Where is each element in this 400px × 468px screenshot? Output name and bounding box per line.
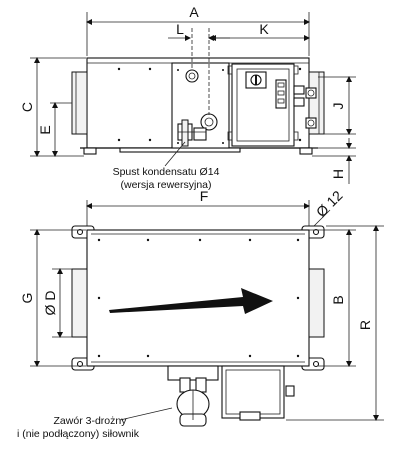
valve-callout: Zawór 3-drożny i (nie podłączony) siłown… <box>17 407 173 440</box>
valve-note-line2: i (nie podłączony) siłownik <box>17 428 140 440</box>
dimension-A: A <box>86 4 310 56</box>
dimension-L: L <box>168 21 230 41</box>
dimension-R: R <box>286 225 384 421</box>
dimension-H: H <box>312 138 356 184</box>
dim-label-D: Ø D <box>42 291 58 316</box>
dimension-D: Ø D <box>42 268 72 338</box>
plan-view <box>71 225 325 427</box>
dim-label-E: E <box>37 125 53 134</box>
drain-callout: Spust kondensatu Ø14 (wersja rewersyjna) <box>113 141 220 191</box>
dim-label-B: B <box>330 295 346 304</box>
dim-label-A: A <box>189 4 199 20</box>
dim-label-R: R <box>357 320 373 330</box>
dim-label-F: F <box>200 188 209 204</box>
dim-label-hole: Ø 12 <box>313 187 346 220</box>
dimension-C: C <box>19 57 86 157</box>
dim-label-J: J <box>330 103 346 110</box>
side-view <box>71 28 325 155</box>
dim-label-L: L <box>176 21 184 37</box>
valve-note-line1: Zawór 3-drożny <box>54 415 128 427</box>
dimension-F: F <box>86 188 310 226</box>
dimension-J: J <box>318 76 356 135</box>
dim-label-K: K <box>259 21 269 37</box>
dim-label-H: H <box>330 169 346 179</box>
dimension-B: B <box>309 229 356 367</box>
airflow-arrow <box>109 288 273 314</box>
dim-label-C: C <box>19 102 35 112</box>
dimension-G: G <box>19 229 86 367</box>
dimension-hole: Ø 12 <box>311 187 346 229</box>
dimension-K: K <box>208 21 310 41</box>
drain-note-line1: Spust kondensatu Ø14 <box>113 166 220 178</box>
dimension-E: E <box>37 102 72 157</box>
dim-label-G: G <box>19 293 35 304</box>
drain-note-line2: (wersja rewersyjna) <box>120 179 211 191</box>
